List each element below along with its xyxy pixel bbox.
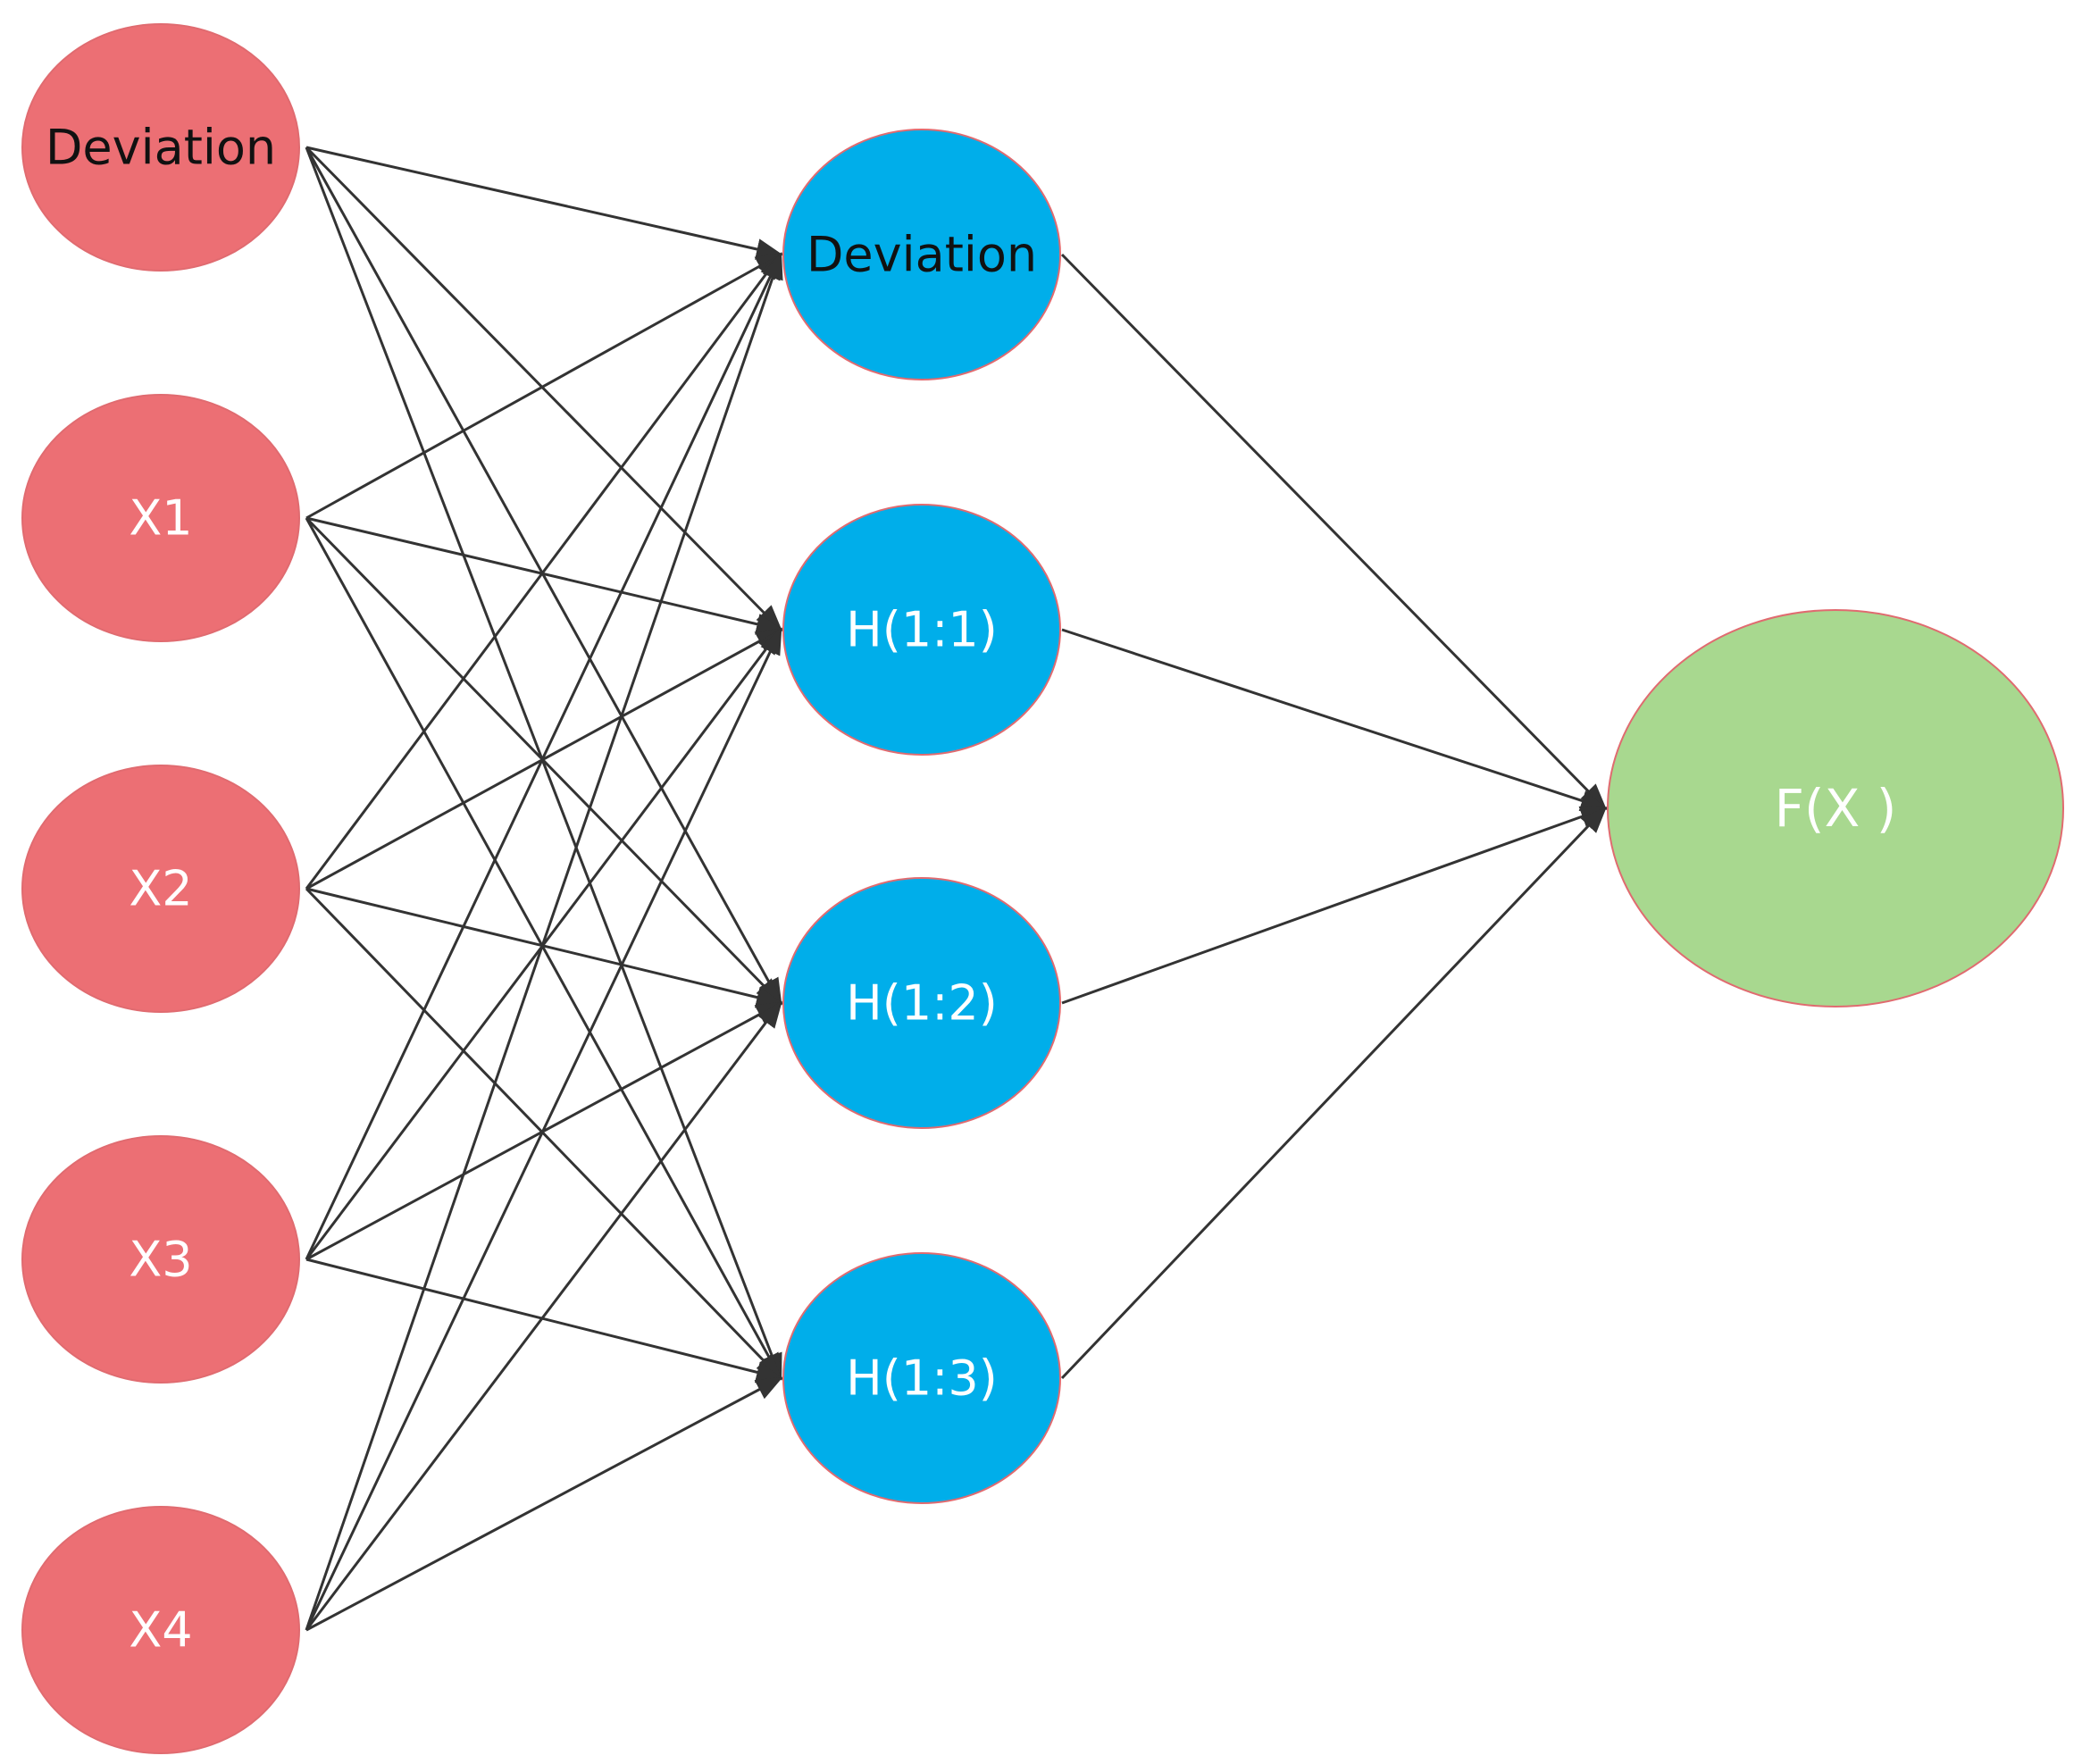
node-shape-in-x4 — [21, 1506, 300, 1754]
edge-in-x4-to-hid-h12 — [305, 1000, 782, 1631]
node-hid-h13: H(1:3) — [782, 1252, 1061, 1504]
node-shape-in-x1 — [21, 394, 300, 642]
node-in-x2: X2 — [21, 765, 300, 1013]
edge-in-x3-to-hid-deviation — [305, 252, 782, 1260]
node-shape-hid-h13 — [782, 1252, 1061, 1504]
edge-in-x4-to-hid-deviation — [305, 252, 783, 1631]
node-shape-in-deviation — [21, 23, 300, 272]
edge-hid-deviation-to-out-fx — [1060, 253, 1608, 811]
node-hid-h11: H(1:1) — [782, 504, 1061, 756]
node-shape-in-x2 — [21, 765, 300, 1013]
node-out-fx: F(X ) — [1607, 609, 2064, 1007]
edge-hid-h11-to-out-fx — [1061, 628, 1608, 811]
node-in-x4: X4 — [21, 1506, 300, 1754]
node-hid-deviation: Deviation — [782, 129, 1061, 380]
node-label-hid-h13: H(1:3) — [846, 1350, 998, 1407]
node-label-in-x1: X1 — [129, 490, 192, 547]
edge-in-deviation-to-hid-h11 — [305, 146, 783, 632]
node-in-x1: X1 — [21, 394, 300, 642]
node-label-hid-deviation: Deviation — [807, 227, 1037, 283]
edge-in-x3-to-hid-h13 — [305, 1258, 783, 1384]
node-shape-out-fx — [1607, 609, 2064, 1007]
edge-in-x2-to-hid-deviation — [305, 252, 782, 890]
node-shape-hid-h11 — [782, 504, 1061, 756]
edge-in-deviation-to-hid-h13 — [305, 146, 782, 1381]
node-label-in-x2: X2 — [129, 861, 192, 917]
node-shape-hid-deviation — [782, 129, 1061, 380]
node-label-in-deviation: Deviation — [46, 120, 276, 176]
node-label-hid-h12: H(1:2) — [846, 975, 998, 1032]
node-shape-in-x3 — [21, 1135, 300, 1384]
node-shape-hid-h12 — [782, 877, 1061, 1129]
node-hid-h12: H(1:2) — [782, 877, 1061, 1129]
node-label-in-x4: X4 — [129, 1602, 192, 1659]
node-label-hid-h11: H(1:1) — [846, 602, 998, 658]
edge-hid-h13-to-out-fx — [1060, 806, 1608, 1380]
connection-edges — [305, 146, 1608, 1632]
edge-in-x2-to-hid-h13 — [305, 887, 783, 1381]
edge-in-deviation-to-hid-deviation — [305, 146, 783, 260]
node-in-x3: X3 — [21, 1135, 300, 1384]
edge-in-x4-to-hid-h11 — [305, 627, 782, 1631]
edge-hid-h12-to-out-fx — [1061, 806, 1608, 1005]
node-label-out-fx: F(X ) — [1775, 778, 1897, 839]
node-in-deviation: Deviation — [21, 23, 300, 272]
edge-in-x1-to-hid-h13 — [305, 517, 782, 1381]
edge-in-x4-to-hid-h13 — [305, 1376, 783, 1632]
edge-in-x1-to-hid-deviation — [305, 253, 783, 520]
node-label-in-x3: X3 — [129, 1232, 192, 1288]
